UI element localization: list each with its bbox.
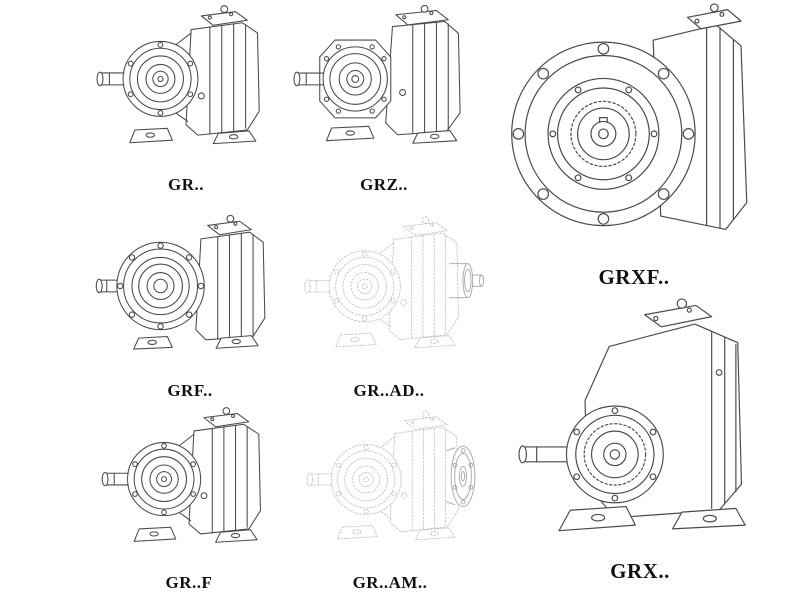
gearbox-art-gr-ad (290, 212, 484, 376)
product-label-gr-f: GR..F (165, 573, 213, 592)
gearbox-drawing-gr-f (97, 406, 281, 568)
product-label-grf: GRF.. (167, 381, 213, 400)
product-grxf: GRXF.. (492, 2, 776, 300)
gearbox-drawing-gr-ad (290, 212, 488, 376)
product-grx: GRX.. (496, 298, 784, 596)
product-grz: GRZ.. (292, 4, 476, 204)
gearbox-art-grx (504, 298, 776, 554)
product-gr: GR.. (88, 4, 284, 204)
product-gr-f: GR..F (90, 406, 288, 600)
gearbox-art-grf (93, 212, 287, 376)
product-label-gr: GR.. (168, 175, 204, 194)
gearbox-drawing-gr (92, 4, 280, 170)
product-label-gr-ad: GR..AD.. (353, 381, 425, 400)
gearbox-drawing-grxf (500, 2, 768, 260)
motor-flange-detail (446, 445, 476, 507)
product-gr-ad: GR..AD.. (290, 212, 488, 410)
input-adapter-detail (449, 263, 484, 299)
product-label-grxf: GRXF.. (598, 265, 670, 289)
gearbox-art-gr-f (97, 406, 281, 568)
gearbox-drawing-grf (93, 212, 287, 376)
gearbox-drawing-grz (291, 4, 477, 170)
gearbox-art-gr (92, 4, 280, 170)
gearbox-art-gr-am (290, 406, 476, 568)
gearbox-art-grz (291, 4, 477, 170)
product-label-grx: GRX.. (610, 559, 670, 583)
product-grf: GRF.. (86, 212, 294, 410)
product-gr-am: GR..AM.. (290, 406, 490, 600)
product-label-grz: GRZ.. (360, 175, 408, 194)
gearbox-drawing-gr-am (290, 406, 490, 568)
gearbox-drawing-grx (504, 298, 776, 554)
gearbox-art-grxf (500, 2, 768, 260)
product-label-gr-am: GR..AM.. (352, 573, 428, 592)
